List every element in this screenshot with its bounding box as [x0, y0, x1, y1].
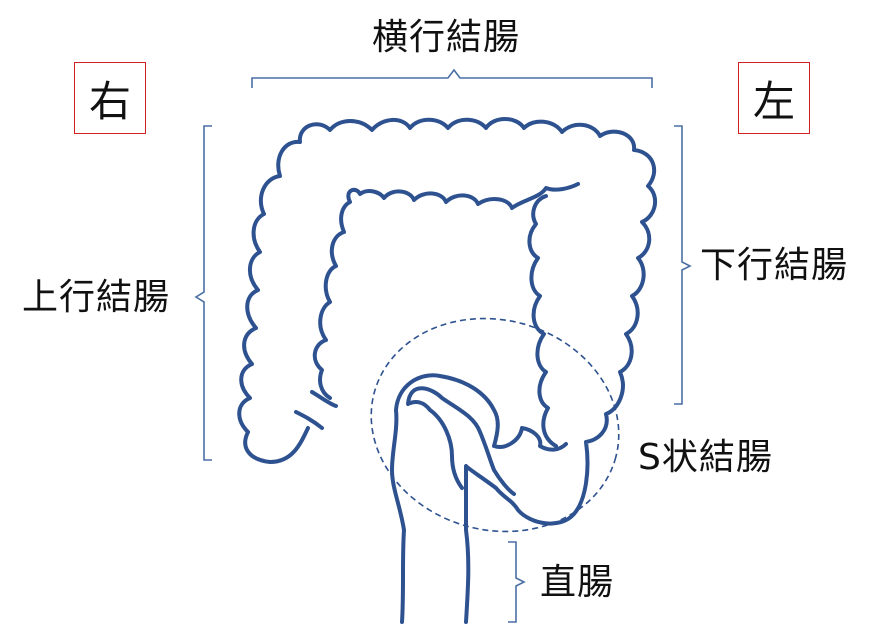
- rectum-label: 直腸: [540, 562, 615, 603]
- ascending-colon-label: 上行結腸: [22, 277, 171, 318]
- descending-colon-label: 下行結腸: [700, 245, 849, 286]
- descending-inner-wall: [527, 194, 558, 448]
- sigmoid-colon-label: S状結腸: [638, 437, 773, 478]
- rectum-bracket: [508, 541, 526, 623]
- colon-outer-wall: [237, 117, 658, 624]
- sigmoid-inner: [406, 386, 516, 496]
- transverse-colon-label: 横行結腸: [372, 17, 521, 58]
- right-side-label: 右: [88, 76, 131, 126]
- sigmoid-loop: [390, 373, 568, 624]
- colon-inner-wall: [312, 182, 580, 400]
- ascending-bracket: [194, 125, 212, 461]
- transverse-bracket: [251, 68, 653, 88]
- descending-bracket: [674, 125, 692, 405]
- left-side-label: 左: [752, 76, 795, 126]
- left-side-box: 左: [738, 62, 810, 134]
- right-side-box: 右: [74, 62, 146, 134]
- sigmoid-highlight-ellipse: [370, 317, 620, 533]
